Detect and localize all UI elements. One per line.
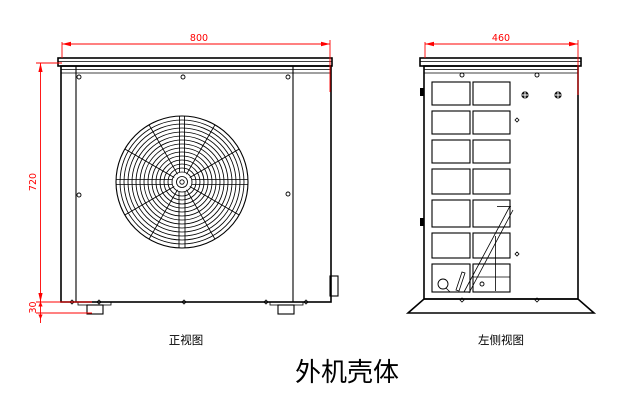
front-width-value: 800 <box>190 33 208 44</box>
side-vent-grid <box>431 81 511 293</box>
side-dimension-width: 460 <box>424 33 579 95</box>
front-dimension-foot: 30 <box>28 296 92 323</box>
side-view: 460 左侧视图 <box>405 33 597 347</box>
mounting-foot-right <box>269 301 304 315</box>
front-screw-holes <box>76 74 291 198</box>
front-side-bracket <box>329 275 339 297</box>
front-height-value: 720 <box>28 173 39 191</box>
drawing-title: 外机壳体 <box>295 358 399 388</box>
front-cabinet-body <box>60 65 332 303</box>
front-view-label: 正视图 <box>169 333 204 347</box>
front-top-cover <box>57 57 333 67</box>
fan-grille-spokes <box>116 116 248 248</box>
fan-hub <box>176 176 188 188</box>
side-hinge-tab-bottom <box>420 218 424 226</box>
front-bottom-rivets <box>69 299 309 305</box>
side-width-value: 460 <box>492 33 510 44</box>
front-view: 800 720 30 正视图 <box>28 33 339 347</box>
side-hinge-tab-top <box>420 88 424 96</box>
side-internal-pipe <box>437 205 514 294</box>
side-top-rail <box>424 69 578 74</box>
front-dimension-width: 800 <box>61 33 331 92</box>
fan-grille-rings <box>115 115 249 249</box>
side-top-cover <box>419 57 582 67</box>
front-foot-value: 30 <box>28 301 39 313</box>
side-rivet-marks <box>459 117 540 303</box>
mounting-foot-left <box>77 301 112 315</box>
fan-grille <box>115 115 249 249</box>
front-top-rail <box>61 69 331 74</box>
side-screw-holes <box>459 72 562 99</box>
front-dimension-height: 720 <box>28 62 62 302</box>
side-base-plate <box>405 298 597 314</box>
side-view-label: 左侧视图 <box>478 333 524 347</box>
